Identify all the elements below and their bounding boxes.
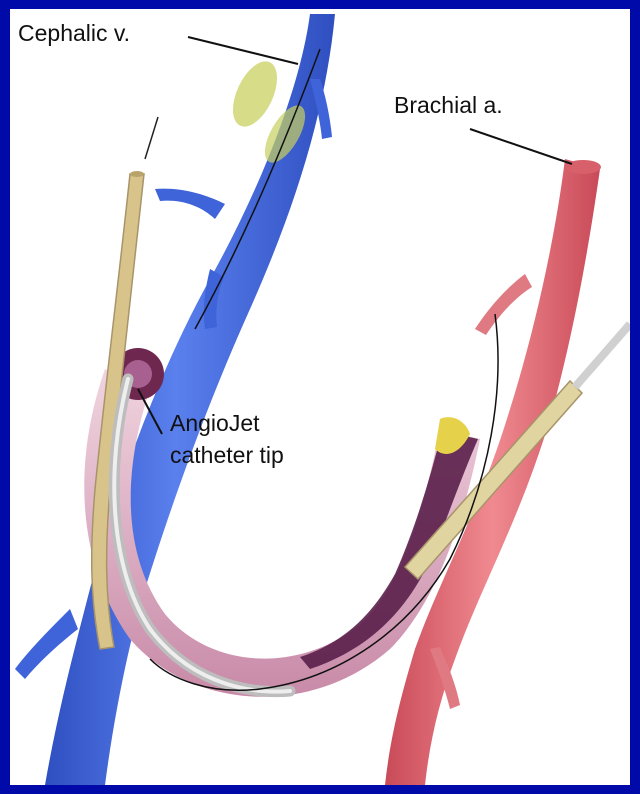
diagram-frame: Cephalic v. Brachial a. AngioJet cathete… <box>10 9 630 785</box>
cephalic-label: Cephalic v. <box>18 19 130 47</box>
angiojet-label-line1: AngioJet <box>170 409 260 437</box>
angiojet-label-line2: catheter tip <box>170 441 284 469</box>
brachial-leader-line <box>470 129 572 164</box>
angiojet-illustration <box>10 9 630 785</box>
brachial-label: Brachial a. <box>394 91 503 119</box>
cephalic-leader-line <box>188 37 298 64</box>
